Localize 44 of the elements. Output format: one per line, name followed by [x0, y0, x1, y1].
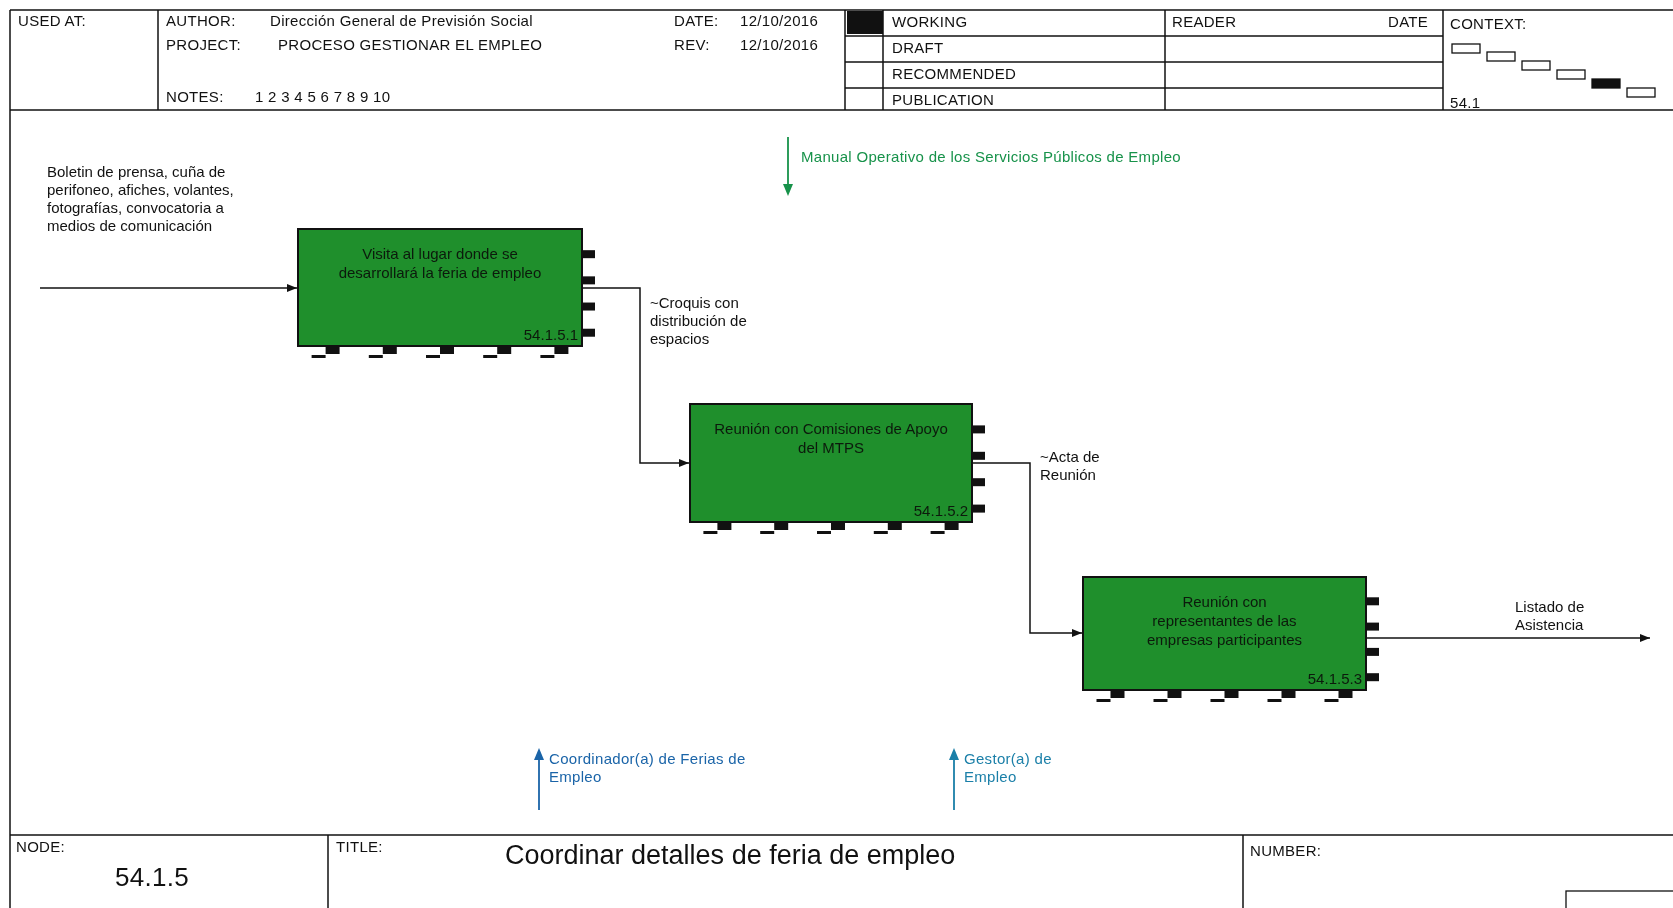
header-text: PUBLICATION	[892, 91, 995, 109]
header-text: DATE	[1388, 13, 1429, 31]
header-text: 12/10/2016	[740, 12, 819, 30]
arrow-label: Gestor(a) de Empleo	[964, 750, 1053, 786]
header-text: PROJECT:	[166, 36, 241, 54]
header-text: AUTHOR:	[166, 12, 236, 30]
header-text: NODE:	[16, 838, 65, 856]
activity-box	[1082, 576, 1367, 691]
header-text: WORKING	[892, 13, 968, 31]
activity-label: Reunión con representantes de las empresas participantes	[1146, 592, 1303, 649]
header-text: NUMBER:	[1250, 842, 1322, 860]
header-text: TITLE:	[336, 838, 383, 856]
header-text: READER	[1172, 13, 1237, 31]
header-text: DATE:	[674, 12, 719, 30]
activity-label: Visita al lugar donde se desarrollará la feria de empleo	[337, 244, 543, 282]
edge-label: ~Acta de Reunión	[1040, 448, 1101, 484]
header-text: 54.1	[1450, 94, 1481, 112]
arrow-label: Coordinador(a) de Ferias de Empleo	[549, 750, 747, 786]
edge-label: ~Croquis con distribución de espacios	[650, 294, 748, 348]
header-text: NOTES:	[166, 88, 224, 106]
header-text: RECOMMENDED	[892, 65, 1017, 83]
activity-label: Reunión con Comisiones de Apoyo del MTPS	[713, 419, 949, 457]
edge-label: Listado de Asistencia	[1515, 598, 1586, 634]
activity-box	[297, 228, 583, 347]
activity-number: 54.1.5.3	[1307, 670, 1362, 687]
header-text: DRAFT	[892, 39, 944, 57]
arrow	[972, 462, 1083, 637]
header-text: REV:	[674, 36, 710, 54]
header-text: PROCESO GESTIONAR EL EMPLEO	[278, 36, 543, 54]
arrow-label: Manual Operativo de los Servicios Públicos de Empleo	[801, 148, 1181, 166]
arrow	[39, 284, 298, 292]
arrow	[1366, 634, 1651, 642]
header-text: 54.1.5	[115, 868, 190, 886]
diagram-title: Coordinar detalles de feria de empleo	[505, 840, 956, 871]
header-text: Dirección General de Previsión Social	[270, 12, 533, 30]
header-text: USED AT:	[18, 12, 86, 30]
activity-box	[689, 403, 973, 523]
header-text: CONTEXT:	[1450, 15, 1527, 33]
header-text: 12/10/2016	[740, 36, 819, 54]
arrow	[582, 287, 690, 467]
edge-label: Boletin de prensa, cuña de perifoneo, afiches, volantes, fotografías, convocatoria a medios de comunicación	[47, 163, 235, 235]
activity-number: 54.1.5.1	[523, 326, 578, 343]
activity-number: 54.1.5.2	[913, 502, 968, 519]
header-text: 1 2 3 4 5 6 7 8 9 10	[255, 88, 391, 106]
